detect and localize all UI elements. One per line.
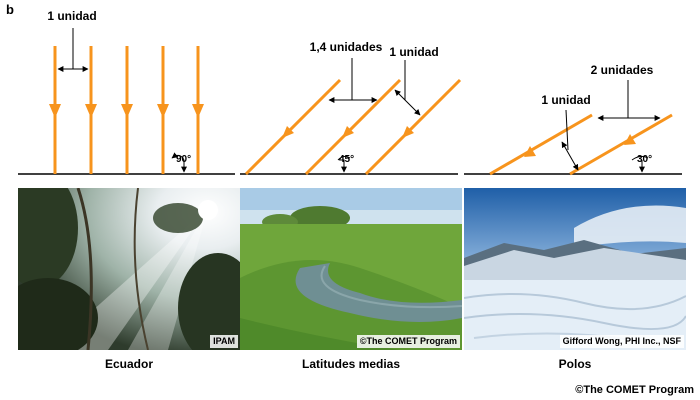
sun-ray <box>85 46 97 174</box>
poles-angle-arc <box>631 155 649 161</box>
sunlight-angle-diagram: 1 unidad 90° 1,4 unidades 1 unidad 45° 2… <box>18 9 682 176</box>
sun-ray <box>192 46 204 174</box>
poles-beam-width-label: 1 unidad <box>541 93 590 107</box>
panel-letter: b <box>6 2 14 17</box>
sun-ray <box>49 46 61 174</box>
midlat-beam-width-label: 1 unidad <box>389 45 438 59</box>
equator-photo: IPAM <box>18 188 240 350</box>
poles-photo: Gifford Wong, PHI Inc., NSF <box>464 188 686 350</box>
poles-caption: Polos <box>558 357 592 371</box>
sun-ray <box>244 78 342 176</box>
sun-ray <box>489 113 593 176</box>
poles-ground-width-label: 2 unidades <box>591 63 654 77</box>
poles-rays <box>489 113 673 176</box>
equator-angle-label: 90° <box>176 154 191 165</box>
sun-ray <box>364 78 462 176</box>
equator-angle-arc <box>171 152 185 161</box>
midlat-angle-arc <box>337 155 351 161</box>
equator-photo-credit: IPAM <box>210 335 238 348</box>
midlat-beam-width-arrow <box>394 89 421 116</box>
midlat-rays <box>244 78 462 176</box>
midlat-angle-label: 45° <box>339 154 354 165</box>
poles-angle-label: 30° <box>637 154 652 165</box>
midlat-photo-credit: ©The COMET Program <box>356 335 460 348</box>
poles-beam-label-leader <box>565 109 569 151</box>
sun-ray <box>569 113 673 176</box>
poles-beam-width-arrow <box>561 141 579 171</box>
equator-caption: Ecuador <box>104 357 153 371</box>
midlat-caption: Latitudes medias <box>301 357 401 371</box>
sun-ray <box>121 46 133 174</box>
midlat-ground-width-label: 1,4 unidades <box>310 40 383 54</box>
equator-width-label: 1 unidad <box>47 9 96 23</box>
poles-photo-credit: Gifford Wong, PHI Inc., NSF <box>559 335 684 348</box>
midlat-photo: ©The COMET Program <box>240 188 462 350</box>
equator-rays <box>49 46 204 174</box>
footer-credit: ©The COMET Program <box>575 384 694 396</box>
sun-ray <box>157 46 169 174</box>
sun-ray <box>304 78 402 176</box>
